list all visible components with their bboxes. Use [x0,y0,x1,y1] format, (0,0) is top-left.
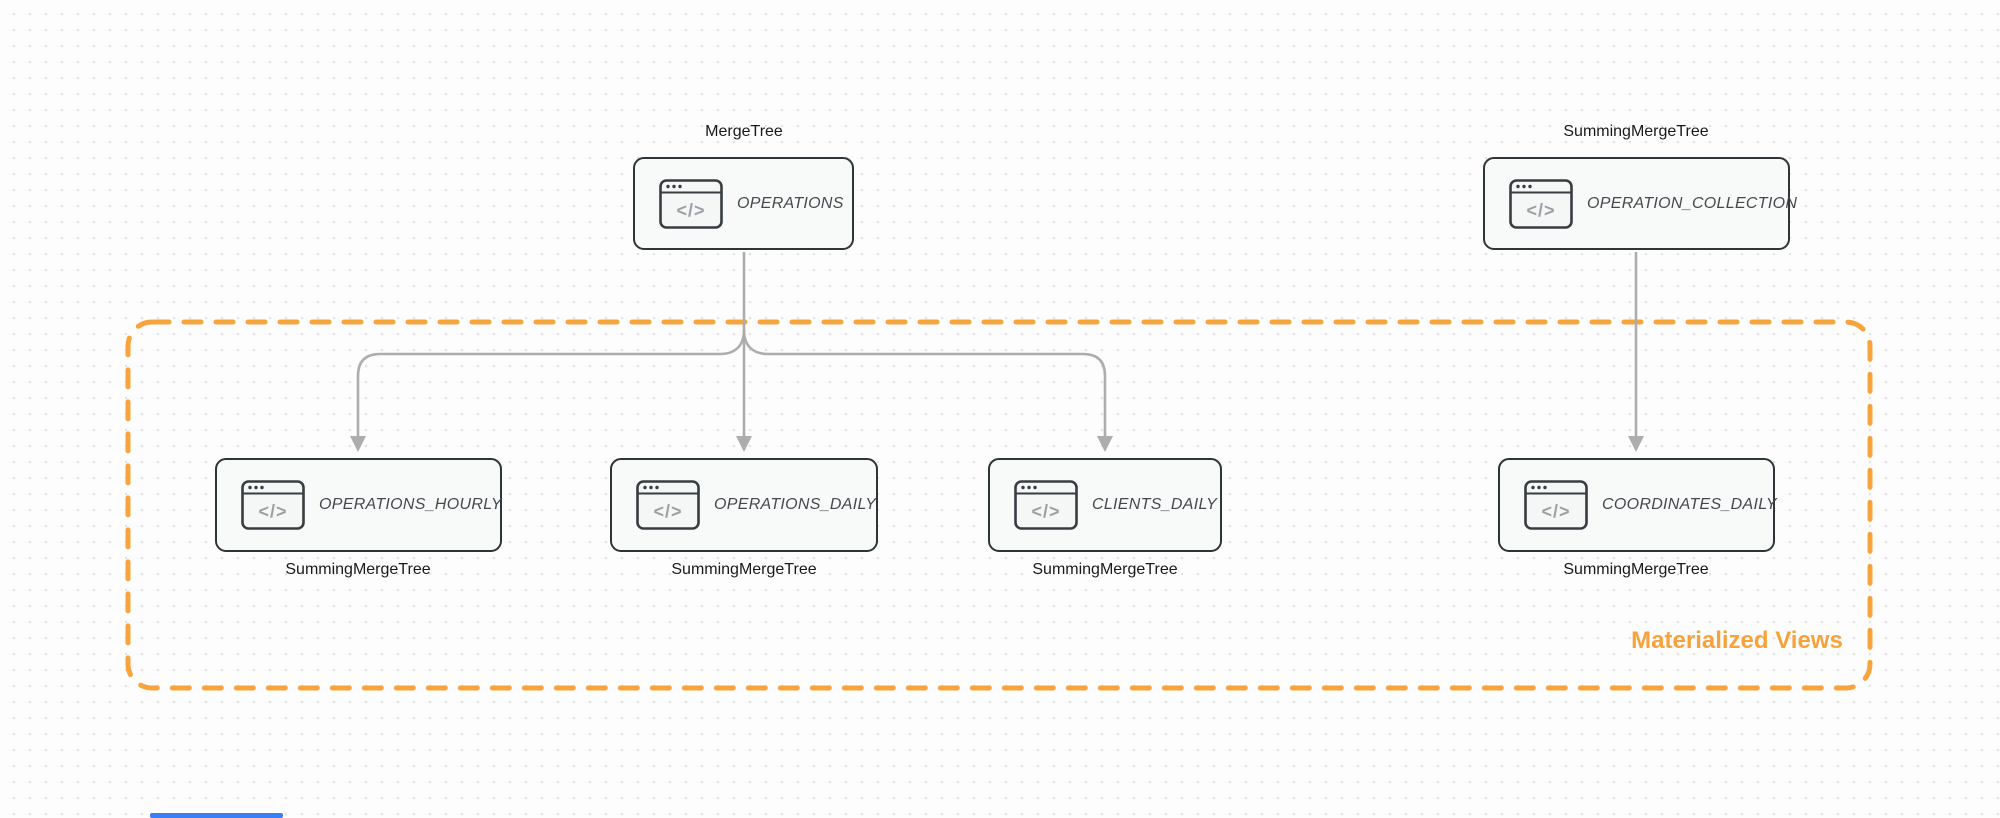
svg-text:</>: </> [258,502,287,522]
svg-text:</>: </> [1541,502,1570,522]
blue-indicator-bar[interactable] [150,813,283,818]
table-name-label: CLIENTS_DAILY [1092,496,1218,513]
node-operations-hourly[interactable]: </> OPERATIONS_HOURLY [215,458,502,552]
engine-label-operations-hourly: SummingMergeTree [285,561,431,578]
engine-label-operations: MergeTree [705,123,783,140]
table-name-label: OPERATIONS_HOURLY [319,496,502,513]
node-operation-collection[interactable]: </> OPERATION_COLLECTION [1483,157,1797,250]
engine-label-clients-daily: SummingMergeTree [1032,561,1178,578]
arrowhead [736,436,752,452]
svg-text:</>: </> [1031,502,1060,522]
code-window-icon: </> [1524,480,1588,530]
node-operations-daily[interactable]: </> OPERATIONS_DAILY [610,458,878,552]
code-window-icon: </> [636,480,700,530]
svg-text:</>: </> [1526,200,1555,220]
node-clients-daily[interactable]: </> CLIENTS_DAILY [988,458,1222,552]
engine-label-operation-collection: SummingMergeTree [1563,123,1709,140]
node-operations[interactable]: </> OPERATIONS [633,157,854,250]
engine-label-coordinates-daily: SummingMergeTree [1563,561,1709,578]
svg-text:</>: </> [676,200,705,220]
arrowhead [350,436,366,452]
svg-text:</>: </> [653,502,682,522]
arrowhead [1628,436,1644,452]
arrow-operations-to-clients [742,329,1107,438]
code-window-icon: </> [659,178,723,229]
code-window-icon: </> [241,480,305,530]
table-name-label: OPERATIONS [737,194,844,212]
table-name-label: COORDINATES_DAILY [1602,496,1777,513]
arrowhead [1097,436,1113,452]
table-name-label: OPERATIONS_DAILY [714,496,877,513]
materialized-views-group-label: Materialized Views [1631,627,1843,654]
code-window-icon: </> [1509,178,1573,229]
code-window-icon: </> [1014,480,1078,530]
table-name-label: OPERATION_COLLECTION [1587,194,1798,212]
arrow-operations-to-hourly [356,329,746,438]
engine-label-operations-daily: SummingMergeTree [671,561,817,578]
node-coordinates-daily[interactable]: </> COORDINATES_DAILY [1498,458,1777,552]
